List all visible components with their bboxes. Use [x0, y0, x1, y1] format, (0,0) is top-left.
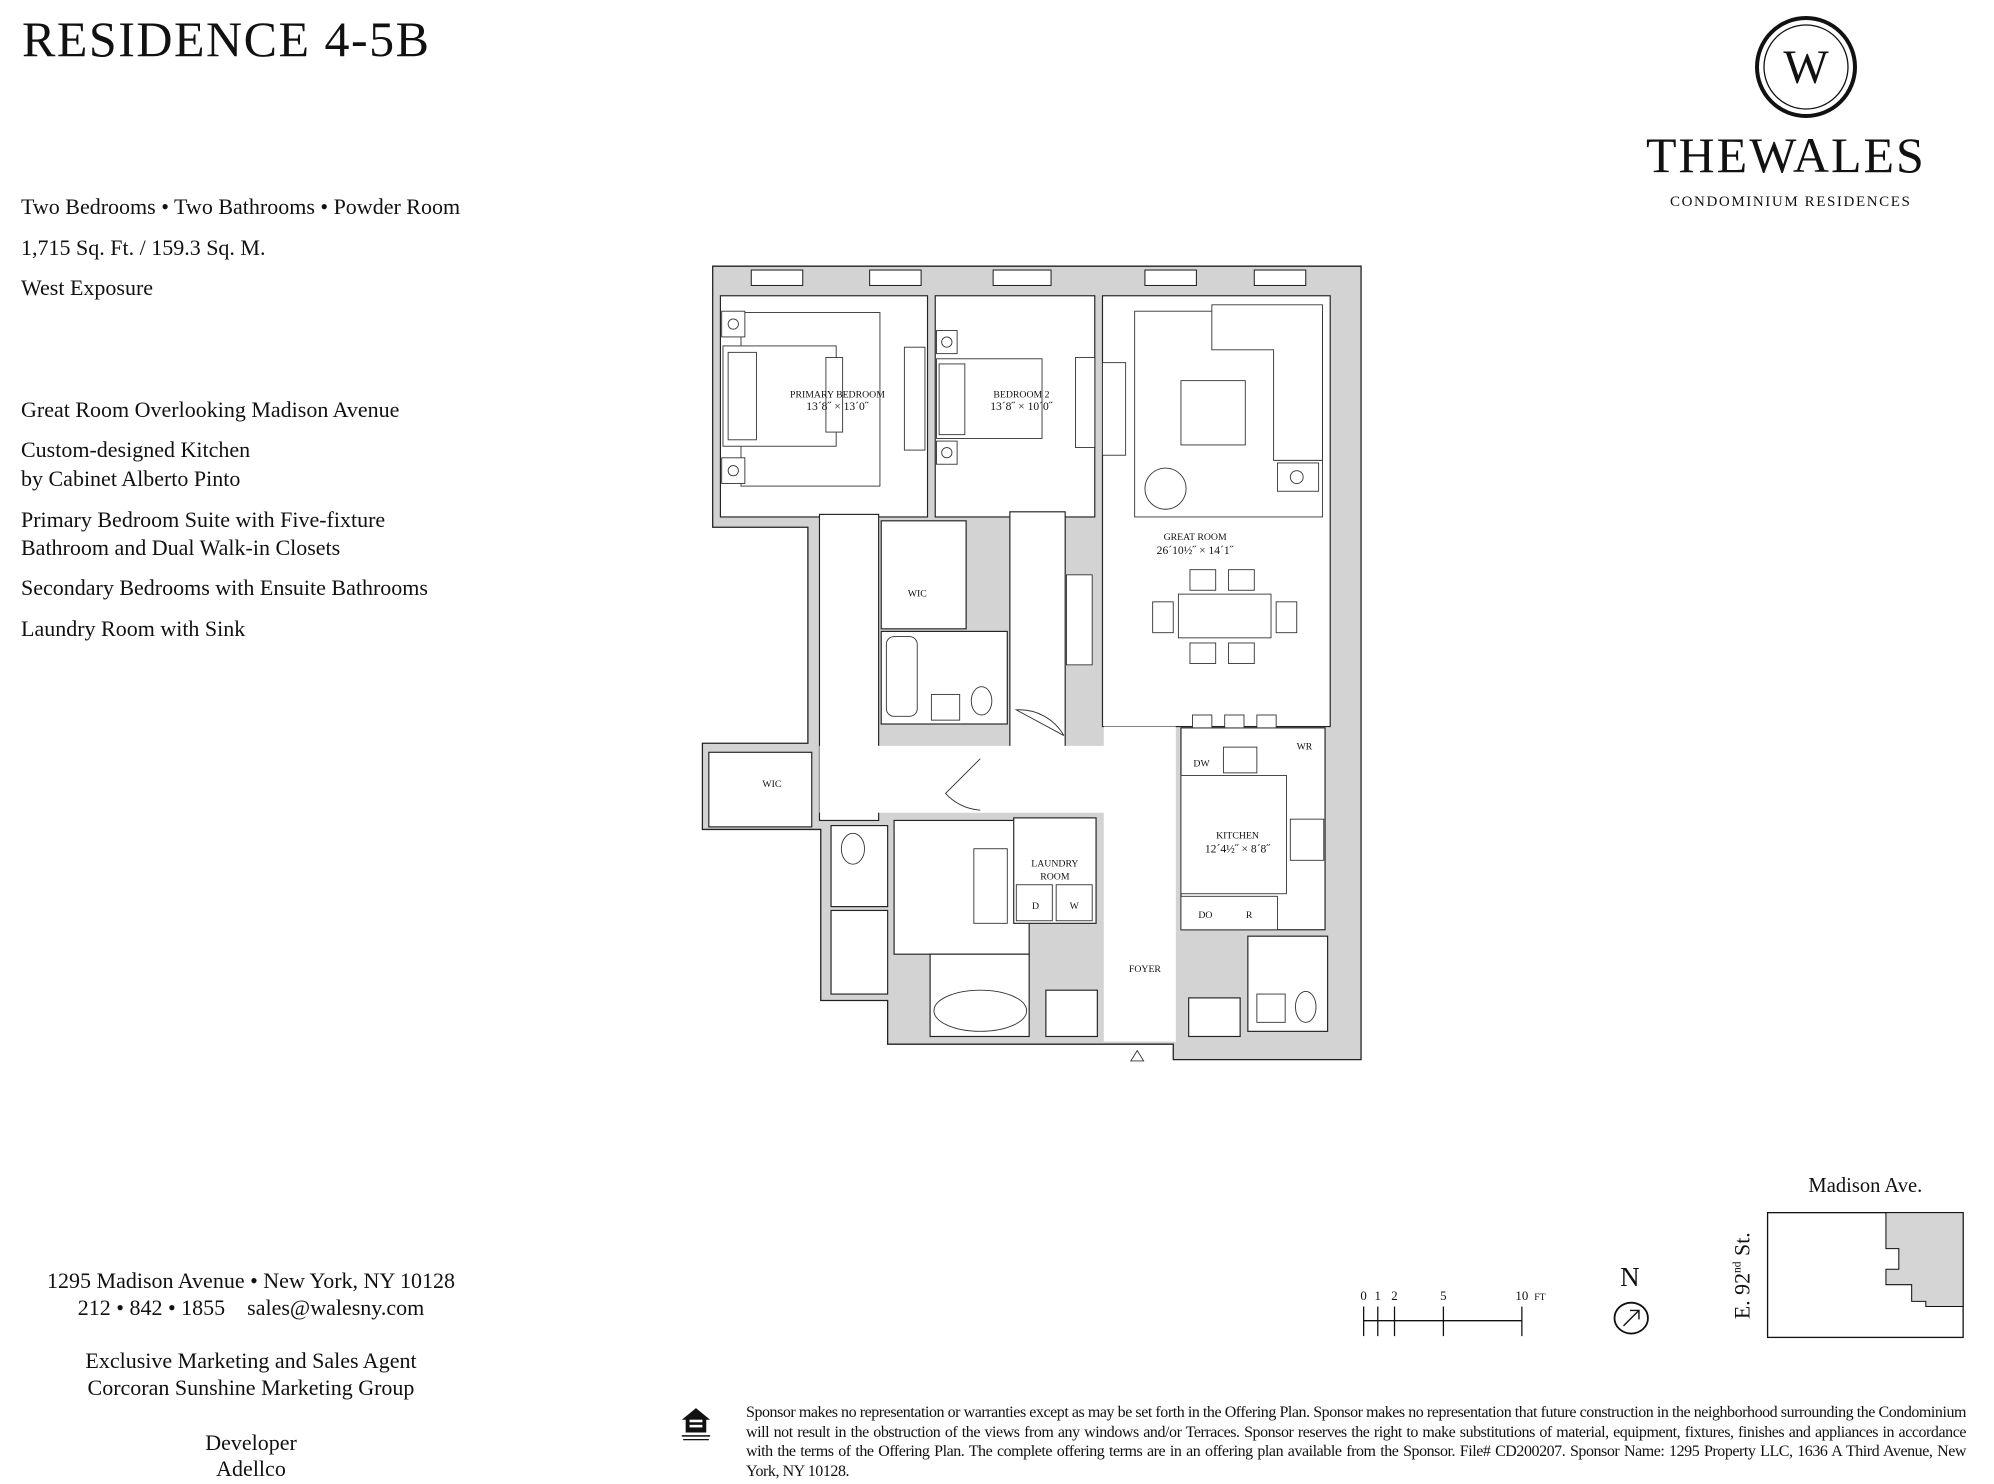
developer-name: Adellco	[216, 1456, 286, 1481]
spec-area: 1,715 Sq. Ft. / 159.3 Sq. M.	[21, 235, 266, 260]
wic-label: WIC	[762, 779, 781, 790]
phone-email[interactable]: 212 • 842 • 1855 sales@walesny.com	[77, 1295, 425, 1320]
double-oven-label: DO	[1198, 910, 1212, 921]
kitchen-dims: 12´4½˝ × 8´8˝	[1205, 843, 1270, 856]
bedroom2-label: BEDROOM 2	[993, 389, 1049, 400]
logo-name: THEWALES	[1646, 127, 1926, 183]
wic-label: WIC	[908, 589, 927, 600]
keymap-street-92nd: E. 92nd St.	[1731, 1232, 1755, 1319]
entry-hall	[819, 745, 1107, 813]
spec-rooms: Two Bedrooms • Two Bathrooms • Powder Ro…	[21, 194, 461, 219]
scale-bar	[1362, 1306, 1523, 1337]
feature-item: Bathroom and Dual Walk-in Closets	[21, 535, 341, 560]
windows	[750, 269, 1307, 286]
scale-unit: FT	[1534, 1292, 1545, 1303]
primary-bedroom-label: PRIMARY BEDROOM	[790, 389, 885, 400]
feature-item: Great Room Overlooking Madison Avenue	[21, 397, 400, 422]
laundry-label: LAUNDRY	[1031, 859, 1078, 870]
agent-name: Corcoran Sunshine Marketing Group	[87, 1375, 415, 1400]
entry-marker-icon	[1129, 1049, 1145, 1062]
bedroom2-hall	[1009, 511, 1066, 751]
compass-arrow-icon	[1613, 1301, 1649, 1335]
doors	[944, 709, 1065, 811]
spec-exposure: West Exposure	[21, 275, 154, 300]
wic-primary	[708, 751, 813, 828]
feature-item: Laundry Room with Sink	[21, 616, 246, 641]
legal-disclaimer: Sponsor makes no representation or warra…	[746, 1404, 1966, 1480]
scale-tick-label: 0	[1360, 1289, 1366, 1303]
feature-item: Primary Bedroom Suite with Five-fixture	[21, 507, 386, 532]
scale-tick-label: 1	[1375, 1289, 1381, 1303]
primary-bath	[893, 819, 1030, 955]
laundry-label-2: ROOM	[1040, 872, 1070, 883]
logo-monogram-icon: W	[1755, 16, 1857, 118]
feature-item: Secondary Bedrooms with Ensuite Bathroom…	[21, 575, 428, 600]
equal-housing-icon	[681, 1408, 711, 1441]
agent-title: Exclusive Marketing and Sales Agent	[85, 1348, 417, 1373]
primary-bedroom-dims: 13´8˝ × 13´0˝	[806, 400, 869, 413]
feature-item: by Cabinet Alberto Pinto	[21, 466, 241, 491]
keymap-unit-highlight	[1885, 1212, 1964, 1308]
kitchen-label: KITCHEN	[1216, 830, 1259, 841]
svg-text:W: W	[1783, 41, 1829, 94]
fridge-label: R	[1246, 910, 1253, 921]
residence-title: RESIDENCE 4-5B	[22, 11, 431, 67]
dryer-label: D	[1032, 901, 1039, 912]
furniture	[721, 304, 1325, 1032]
scale-tick-label: 5	[1440, 1289, 1446, 1303]
bedroom2-dims: 13´8˝ × 10´0˝	[990, 400, 1053, 413]
great-room-label: GREAT ROOM	[1164, 532, 1227, 543]
foyer	[1103, 726, 1176, 1042]
primary-bath-shower	[830, 909, 889, 995]
developer-title: Developer	[205, 1430, 297, 1455]
feature-item: Custom-designed Kitchen	[21, 437, 251, 462]
foyer-closet	[1188, 997, 1241, 1038]
compass-north-label: N	[1620, 1262, 1640, 1292]
wic-bedroom2	[880, 520, 967, 630]
scale-tick-label: 10	[1515, 1289, 1528, 1303]
washer-label: W	[1070, 901, 1080, 912]
closet	[1045, 989, 1098, 1038]
wine-fridge-label: WR	[1297, 742, 1313, 753]
keymap-street-madison: Madison Ave.	[1808, 1175, 1922, 1197]
great-room-dims: 26´10½˝ × 14´1˝	[1157, 544, 1234, 557]
dishwasher-label: DW	[1193, 758, 1210, 769]
wales-logo: W	[1754, 15, 1858, 119]
logo-tagline: CONDOMINIUM RESIDENCES	[1670, 194, 1912, 210]
foyer-label: FOYER	[1129, 964, 1162, 975]
scale-tick-label: 2	[1391, 1289, 1397, 1303]
address: 1295 Madison Avenue • New York, NY 10128	[47, 1268, 455, 1293]
